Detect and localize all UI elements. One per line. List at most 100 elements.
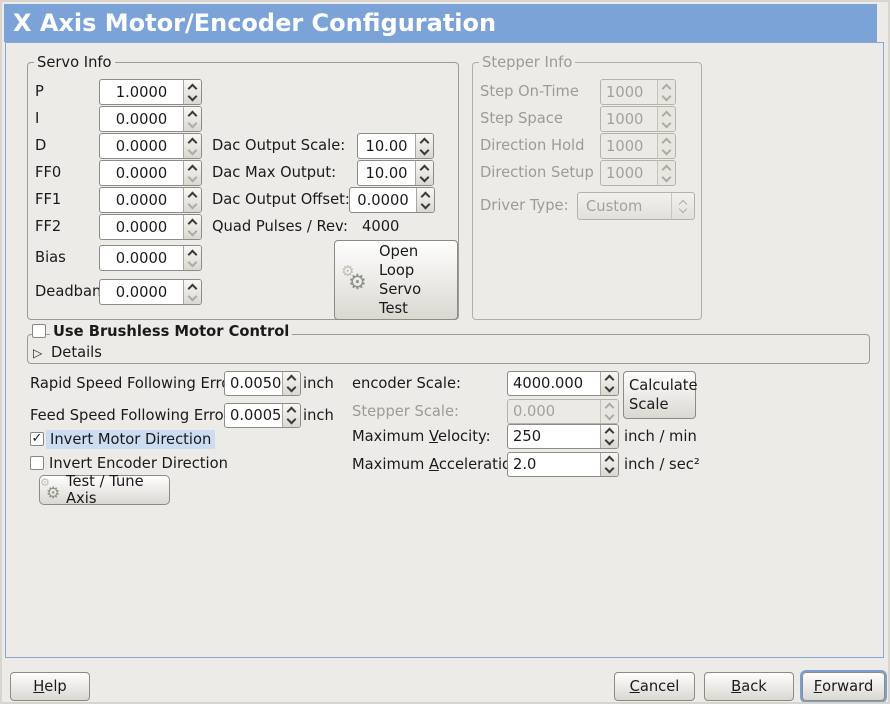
spin-down-button[interactable] xyxy=(184,172,201,185)
use-brushless-checkbox[interactable] xyxy=(32,324,46,338)
max-accel-input[interactable]: 2.0 xyxy=(513,456,537,473)
spin-down-button[interactable] xyxy=(184,199,201,212)
spin-down-button[interactable] xyxy=(601,435,618,449)
bias-spinbox[interactable]: 0.0000 xyxy=(99,245,202,271)
dac-output-offset-input[interactable]: 0.0000 xyxy=(357,191,409,209)
max-velocity-unit: inch / min xyxy=(624,428,697,445)
calculate-scale-button[interactable]: Calculate Scale xyxy=(623,371,698,419)
dac-output-offset-spinbox[interactable]: 0.0000 xyxy=(349,187,435,213)
bias-input[interactable]: 0.0000 xyxy=(115,249,168,267)
i-spinbox[interactable]: 0.0000 xyxy=(99,106,202,132)
max-accel-spinbox[interactable]: 2.0 xyxy=(507,452,619,477)
ff0-input[interactable]: 0.0000 xyxy=(115,164,168,182)
d-label: D xyxy=(35,137,47,154)
chevron-down-icon xyxy=(604,382,615,393)
spin-up-button[interactable] xyxy=(184,188,201,201)
spin-up-button[interactable] xyxy=(417,188,434,201)
dac-output-scale-input[interactable]: 10.00 xyxy=(365,137,408,155)
spin-up-button[interactable] xyxy=(184,107,201,120)
chevron-down-icon xyxy=(286,382,297,393)
spin-up-button[interactable] xyxy=(416,134,433,147)
spin-down-button[interactable] xyxy=(417,199,434,212)
chevron-down-icon xyxy=(187,226,198,236)
spin-down-button xyxy=(658,118,675,131)
spin-up-button[interactable] xyxy=(184,280,201,293)
details-expander-label[interactable]: Details xyxy=(51,344,102,361)
spin-down-button[interactable] xyxy=(283,414,300,428)
ff1-input[interactable]: 0.0000 xyxy=(115,191,168,209)
spin-up-button[interactable] xyxy=(184,80,201,93)
stepper-scale-input: 0.000 xyxy=(513,403,556,420)
chevron-down-icon xyxy=(661,145,672,155)
spin-down-button[interactable] xyxy=(184,118,201,131)
encoder-scale-spinbox[interactable]: 4000.000 xyxy=(507,371,619,396)
direction-hold-label: Direction Hold xyxy=(480,137,585,154)
dac-max-output-input[interactable]: 10.00 xyxy=(365,164,408,182)
use-brushless-label[interactable]: Use Brushless Motor Control xyxy=(50,323,293,340)
d-spinbox[interactable]: 0.0000 xyxy=(99,133,202,159)
invert-motor-label[interactable]: Invert Motor Direction xyxy=(46,430,216,449)
direction-setup-label: Direction Setup xyxy=(480,164,594,181)
ff0-spinbox[interactable]: 0.0000 xyxy=(99,160,202,186)
direction-setup-spinbox: 1000 xyxy=(600,160,676,186)
spin-down-button[interactable] xyxy=(184,257,201,270)
spin-down-button[interactable] xyxy=(416,172,433,185)
d-input[interactable]: 0.0000 xyxy=(115,137,168,155)
step-space-label: Step Space xyxy=(480,110,563,127)
open-loop-servo-test-button[interactable]: ⚙⚙ Open Loop Servo Test xyxy=(334,240,458,320)
expander-triangle-icon[interactable]: ▷ xyxy=(33,346,43,360)
chevron-down-icon xyxy=(286,414,297,425)
step-on-time-label: Step On-Time xyxy=(480,83,579,100)
spin-down-button[interactable] xyxy=(184,91,201,104)
p-spinbox[interactable]: 1.0000 xyxy=(99,79,202,105)
spin-down-button[interactable] xyxy=(601,463,618,477)
spin-up-button xyxy=(658,107,675,120)
step-space-input: 1000 xyxy=(606,110,644,128)
feed-following-error-spinbox[interactable]: 0.0005 xyxy=(224,403,301,428)
stepper-scale-label: Stepper Scale: xyxy=(352,403,459,420)
stepper-info-frame xyxy=(472,62,702,320)
deadband-input[interactable]: 0.0000 xyxy=(115,283,168,301)
dac-max-output-spinbox[interactable]: 10.00 xyxy=(357,160,434,186)
max-velocity-input[interactable]: 250 xyxy=(513,428,542,445)
p-input[interactable]: 1.0000 xyxy=(115,83,168,101)
dac-output-scale-spinbox[interactable]: 10.00 xyxy=(357,133,434,159)
max-accel-unit: inch / sec² xyxy=(624,456,700,473)
spin-down-button xyxy=(658,145,675,158)
rapid-following-error-input[interactable]: 0.0050 xyxy=(230,375,282,392)
feed-following-error-input[interactable]: 0.0005 xyxy=(230,407,282,424)
rapid-following-error-spinbox[interactable]: 0.0050 xyxy=(224,371,301,396)
spin-up-button[interactable] xyxy=(184,246,201,259)
invert-motor-checkbox[interactable]: ✓ xyxy=(30,431,44,446)
i-input[interactable]: 0.0000 xyxy=(115,110,168,128)
ff2-spinbox[interactable]: 0.0000 xyxy=(99,214,202,240)
invert-encoder-label[interactable]: Invert Encoder Direction xyxy=(49,455,228,472)
spin-down-button[interactable] xyxy=(601,382,618,396)
spin-down-button[interactable] xyxy=(184,226,201,239)
spin-down-button[interactable] xyxy=(184,145,201,158)
deadband-spinbox[interactable]: 0.0000 xyxy=(99,279,202,305)
spin-up-button[interactable] xyxy=(184,134,201,147)
max-velocity-spinbox[interactable]: 250 xyxy=(507,424,619,449)
dac-max-output-label: Dac Max Output: xyxy=(212,164,337,181)
invert-encoder-checkbox[interactable] xyxy=(30,456,44,470)
ff1-spinbox[interactable]: 0.0000 xyxy=(99,187,202,213)
spin-down-button[interactable] xyxy=(184,291,201,304)
chevron-down-icon xyxy=(187,199,198,209)
encoder-scale-input[interactable]: 4000.000 xyxy=(513,375,584,392)
spin-down-button[interactable] xyxy=(416,145,433,158)
chevron-down-icon xyxy=(419,172,430,182)
gears-icon: ⚙⚙ xyxy=(40,476,61,502)
spin-up-button[interactable] xyxy=(184,215,201,228)
driver-type-value: Custom xyxy=(586,197,643,215)
test-tune-axis-button[interactable]: ⚙⚙ Test / Tune Axis xyxy=(39,473,170,507)
ff2-input[interactable]: 0.0000 xyxy=(115,218,168,236)
spin-down-button[interactable] xyxy=(283,382,300,396)
spin-up-button[interactable] xyxy=(184,161,201,174)
stepper-scale-spinbox: 0.000 xyxy=(507,399,619,424)
spin-up-button[interactable] xyxy=(416,161,433,174)
